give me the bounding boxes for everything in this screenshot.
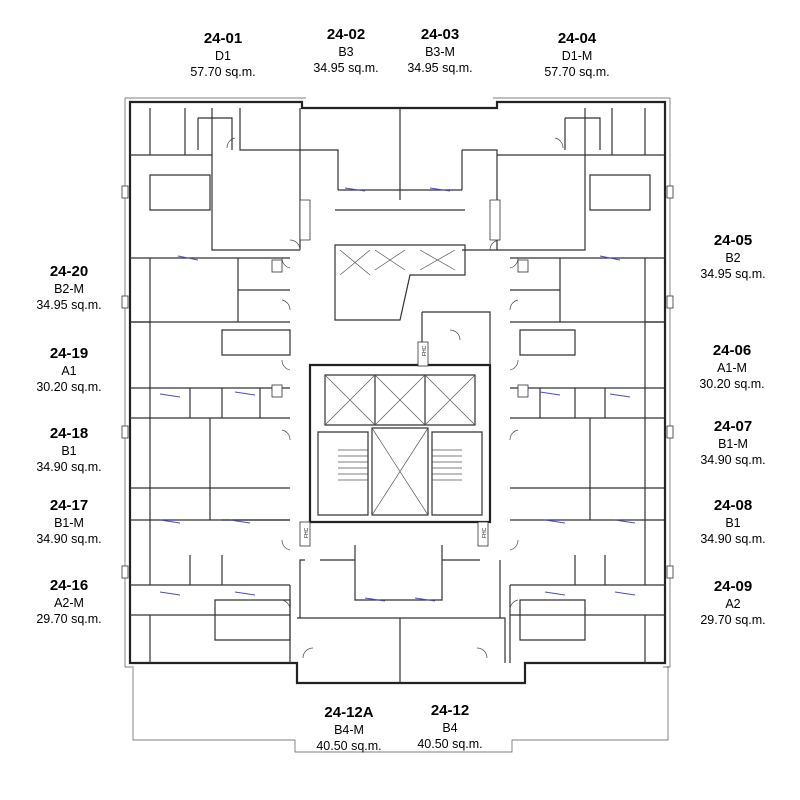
unit-area: 34.95 sq.m. [36, 298, 102, 312]
unit-type: A2 [725, 597, 741, 611]
window-marks [159, 187, 636, 602]
unit-type: B4-M [334, 723, 364, 737]
unit-number: 24-09 [713, 578, 753, 595]
right-units-walls [509, 257, 665, 663]
unit-label-24-02: 24-02 B3 34.95 sq.m. [281, 26, 411, 76]
unit-number: 24-18 [49, 425, 89, 442]
unit-label-24-12: 24-12 B4 40.50 sq.m. [385, 702, 515, 752]
unit-label-24-09: 24-09 A2 29.70 sq.m. [668, 578, 798, 628]
top-units-walls [130, 108, 665, 251]
bottom-units-walls [297, 545, 506, 683]
unit-label-24-19: 24-19 A1 30.20 sq.m. [4, 345, 134, 395]
unit-area: 29.70 sq.m. [36, 612, 102, 626]
unit-area: 29.70 sq.m. [700, 613, 766, 627]
door-swings [226, 137, 564, 659]
unit-number: 24-04 [557, 30, 597, 47]
unit-number: 24-08 [713, 497, 753, 514]
unit-label-24-16: 24-16 A2-M 29.70 sq.m. [4, 577, 134, 627]
building-envelope [124, 97, 671, 685]
unit-number: 24-07 [713, 418, 753, 435]
unit-number: 24-01 [203, 30, 243, 47]
unit-label-24-04: 24-04 D1-M 57.70 sq.m. [512, 30, 642, 80]
unit-label-24-06: 24-06 A1-M 30.20 sq.m. [667, 342, 797, 392]
unit-area: 30.20 sq.m. [36, 380, 102, 394]
unit-area: 40.50 sq.m. [316, 739, 382, 753]
unit-type: B2 [725, 251, 741, 265]
unit-number: 24-12 [430, 702, 470, 719]
unit-number: 24-06 [712, 342, 752, 359]
unit-area: 34.90 sq.m. [700, 532, 766, 546]
fhc-tag: FHC [422, 345, 428, 356]
unit-label-24-20: 24-20 B2-M 34.95 sq.m. [4, 263, 134, 313]
unit-type: B1 [725, 516, 741, 530]
unit-type: B1-M [718, 437, 748, 451]
unit-number: 24-16 [49, 577, 89, 594]
unit-type: A1 [61, 364, 77, 378]
fire-hose-cabinet-top: FHC [417, 341, 429, 367]
unit-label-24-03: 24-03 B3-M 34.95 sq.m. [375, 26, 505, 76]
unit-number: 24-05 [713, 232, 753, 249]
unit-area: 34.90 sq.m. [36, 460, 102, 474]
fhc-tag: FHC [304, 527, 310, 538]
unit-type: B3-M [425, 45, 455, 59]
unit-label-24-05: 24-05 B2 34.95 sq.m. [668, 232, 798, 282]
unit-area: 34.95 sq.m. [407, 61, 473, 75]
unit-type: D1-M [561, 49, 593, 63]
left-units-walls [130, 257, 291, 663]
unit-area: 57.70 sq.m. [190, 65, 256, 79]
unit-area: 30.20 sq.m. [699, 377, 765, 391]
unit-type: D1 [215, 49, 231, 63]
fire-hose-cabinet-right: FHC [477, 521, 489, 547]
unit-area: 34.95 sq.m. [313, 61, 379, 75]
podium-outline [132, 666, 669, 753]
building-core [299, 199, 501, 524]
unit-number: 24-20 [49, 263, 89, 280]
unit-label-24-12a: 24-12A B4-M 40.50 sq.m. [284, 704, 414, 754]
unit-type: B4 [442, 721, 458, 735]
unit-number: 24-17 [49, 497, 89, 514]
unit-area: 40.50 sq.m. [417, 737, 483, 751]
unit-label-24-17: 24-17 B1-M 34.90 sq.m. [4, 497, 134, 547]
unit-area: 57.70 sq.m. [544, 65, 610, 79]
unit-type: B3 [338, 45, 354, 59]
unit-area: 34.90 sq.m. [36, 532, 102, 546]
fire-hose-cabinet-left: FHC [299, 521, 311, 547]
unit-type: B2-M [54, 282, 84, 296]
unit-type: A1-M [717, 361, 747, 375]
unit-number: 24-02 [326, 26, 366, 43]
fhc-tag: FHC [482, 527, 488, 538]
plumbing-fixtures [121, 185, 674, 579]
unit-number: 24-12A [324, 704, 374, 721]
unit-label-24-08: 24-08 B1 34.90 sq.m. [668, 497, 798, 547]
unit-area: 34.90 sq.m. [700, 453, 766, 467]
unit-label-24-07: 24-07 B1-M 34.90 sq.m. [668, 418, 798, 468]
unit-area: 34.95 sq.m. [700, 267, 766, 281]
unit-type: B1 [61, 444, 77, 458]
unit-number: 24-03 [420, 26, 460, 43]
unit-label-24-18: 24-18 B1 34.90 sq.m. [4, 425, 134, 475]
unit-label-24-01: 24-01 D1 57.70 sq.m. [158, 30, 288, 80]
unit-number: 24-19 [49, 345, 89, 362]
unit-type: A2-M [54, 596, 84, 610]
unit-type: B1-M [54, 516, 84, 530]
